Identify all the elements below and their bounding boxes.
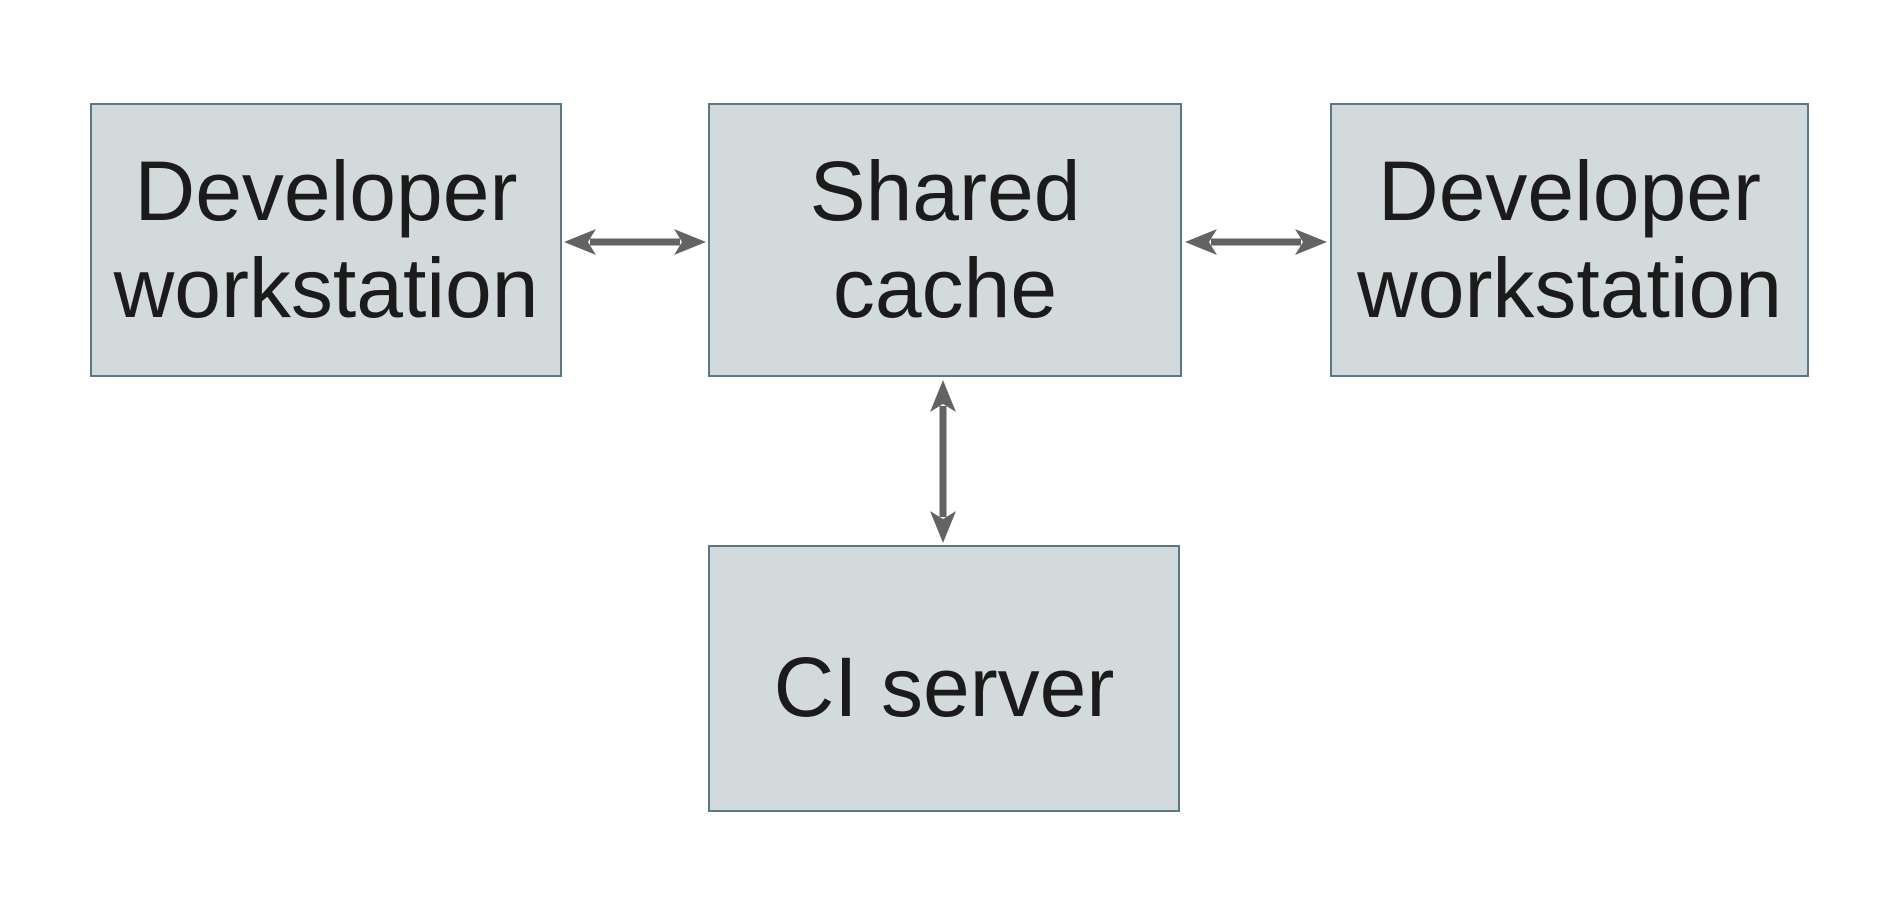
node-label-developer-workstation-right: Developer workstation <box>1357 144 1782 335</box>
bidirectional-arrow-cache-right-workstation <box>1185 229 1327 255</box>
bidirectional-arrow-left-workstation-cache <box>564 229 706 255</box>
node-shared-cache: Shared cache <box>708 103 1182 377</box>
node-label-ci-server: CI server <box>773 640 1115 735</box>
node-ci-server: CI server <box>708 545 1180 812</box>
bidirectional-arrow-cache-ci-server <box>930 380 956 543</box>
node-label-shared-cache: Shared cache <box>809 144 1081 335</box>
node-developer-workstation-left: Developer workstation <box>90 103 562 377</box>
node-developer-workstation-right: Developer workstation <box>1330 103 1809 377</box>
node-label-developer-workstation-left: Developer workstation <box>113 144 539 335</box>
